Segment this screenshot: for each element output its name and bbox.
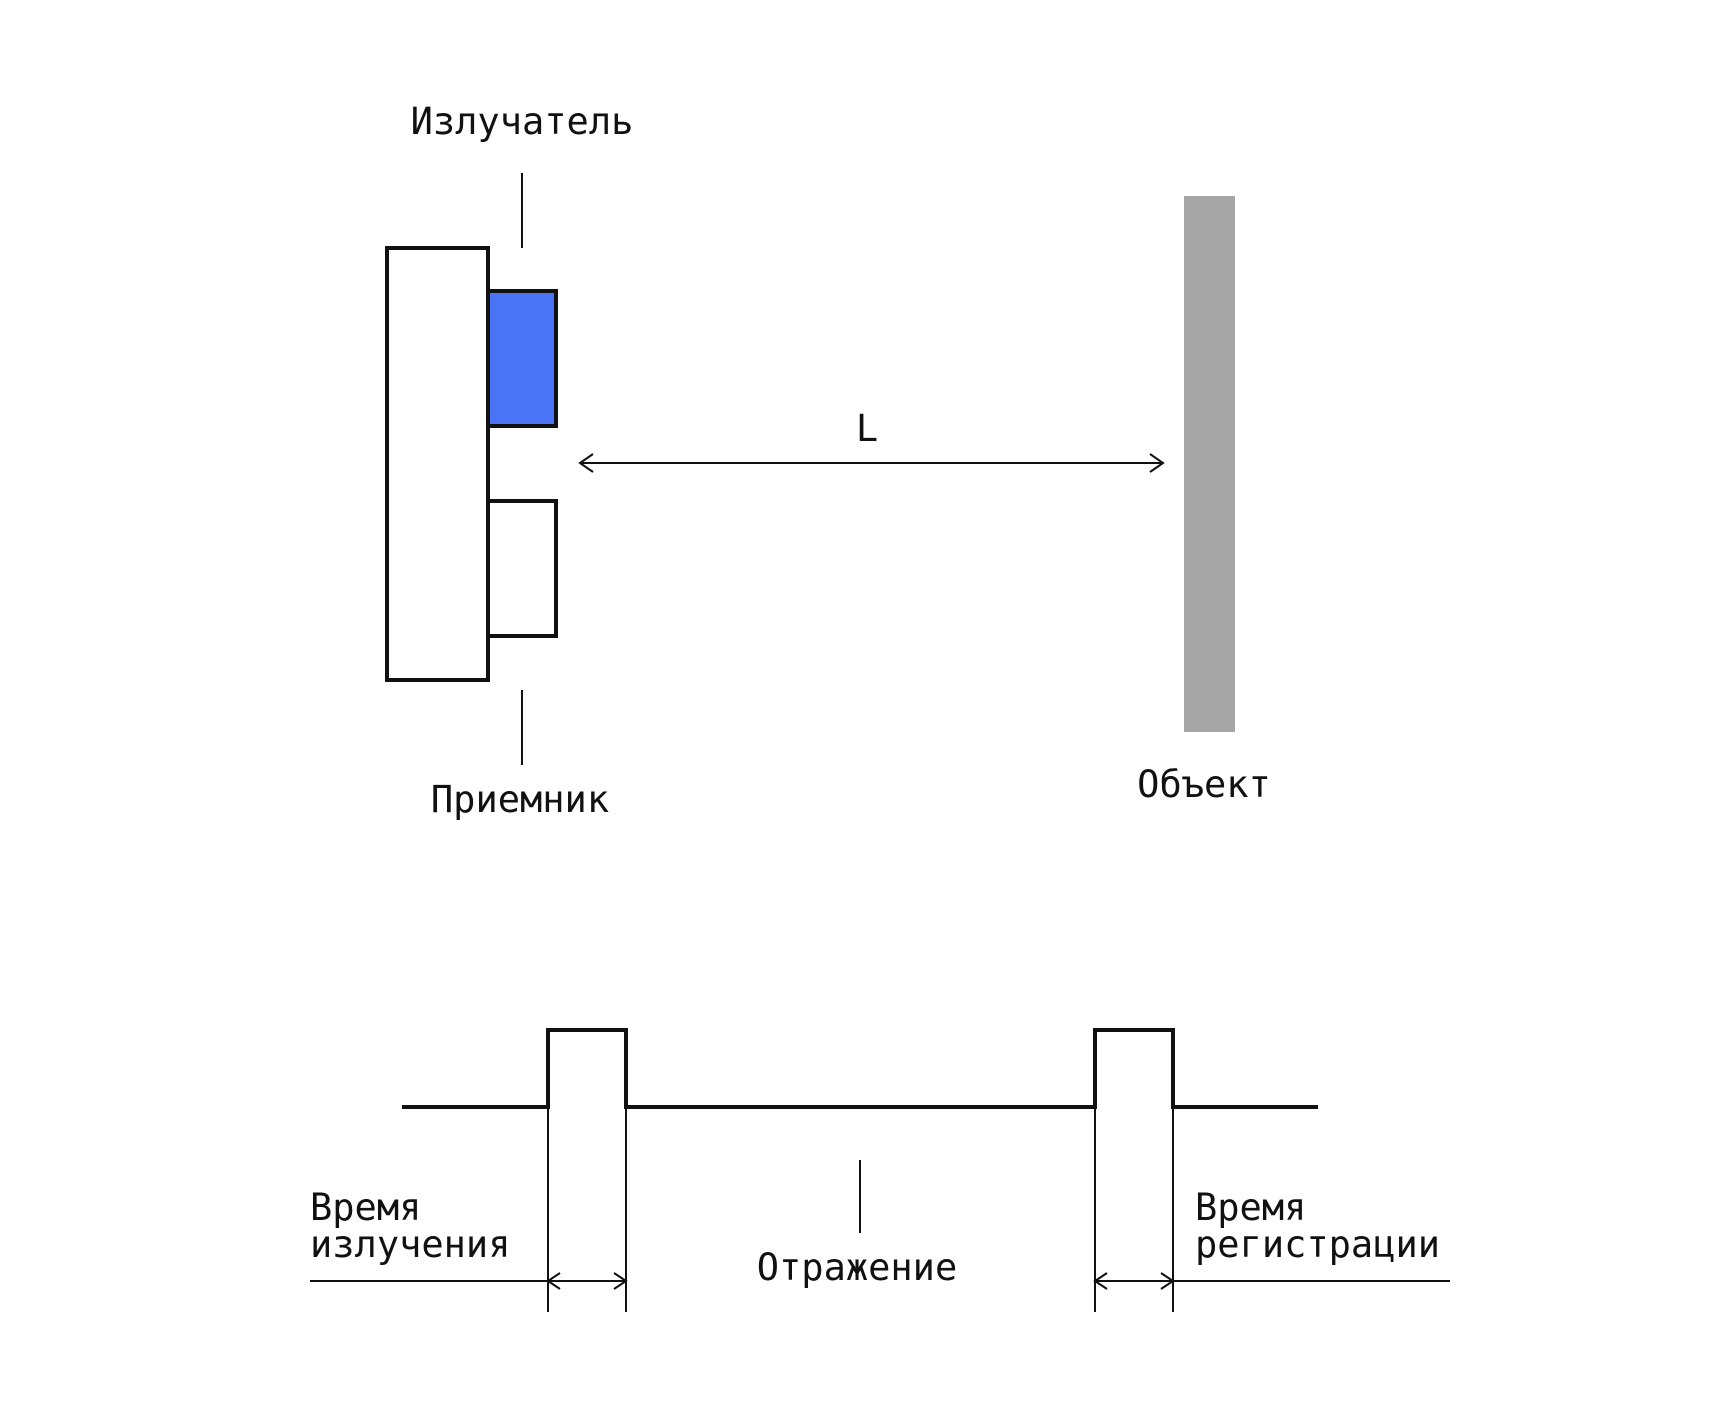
registration-time-label-line1: Время <box>1195 1186 1306 1229</box>
pulse-signal-line <box>402 1028 1318 1109</box>
emission-time-marker <box>310 1107 628 1312</box>
distance-label: L <box>856 407 878 450</box>
sensor-assembly <box>385 246 558 682</box>
receiver-block <box>486 499 558 638</box>
target-object <box>1184 196 1235 732</box>
registration-time-marker <box>1093 1107 1450 1312</box>
emitter-label: Излучатель <box>411 100 634 143</box>
emitter-block <box>486 289 558 428</box>
sensor-body <box>385 246 490 682</box>
reflection-label: Отражение <box>757 1246 957 1289</box>
object-label: Объект <box>1137 763 1271 806</box>
emission-time-label-line2: излучения <box>310 1223 510 1266</box>
emission-time-label-line1: Время <box>310 1186 421 1229</box>
receiver-label: Приемник <box>431 778 609 821</box>
distance-arrow <box>578 453 1165 473</box>
registration-time-label-line2: регистрации <box>1195 1223 1440 1266</box>
